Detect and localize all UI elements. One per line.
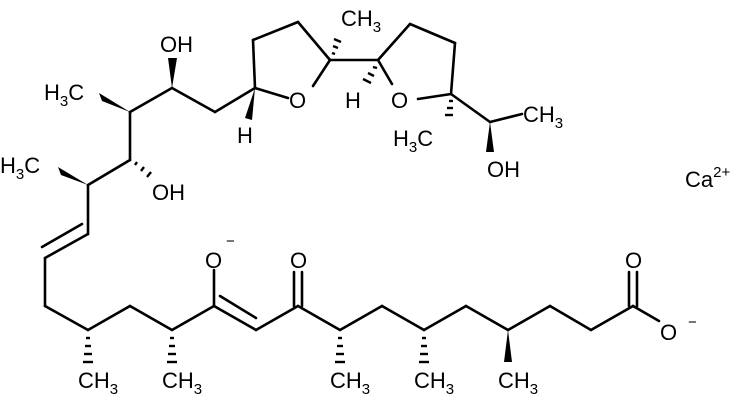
label-calcium-ion: Ca2+	[685, 164, 730, 192]
label-enolate-charge: −	[226, 233, 235, 250]
label-enolate-o: O	[205, 248, 222, 273]
label-oh-top: OH	[160, 32, 193, 57]
label-carboxyl-o-single: O	[660, 320, 677, 345]
label-h-thf1: H	[237, 123, 253, 148]
label-oh-side: OH	[487, 157, 520, 182]
label-ch3-bottom-5: CH3	[498, 368, 538, 398]
stereo-wedges	[58, 58, 512, 362]
bond-skeleton	[40, 20, 661, 332]
stereo-hashes	[83, 37, 453, 364]
label-carboxyl-charge: −	[688, 314, 697, 331]
label-ch3-side: CH3	[523, 102, 563, 132]
atom-labels: OH H3C H3C OH CH3 H O H O H3C CH3 OH Ca2…	[0, 6, 730, 398]
label-ch3-bottom-4: CH3	[414, 368, 454, 398]
label-o-thf2: O	[391, 88, 408, 113]
label-ch3-bottom-2: CH3	[162, 368, 202, 398]
label-o-thf1: O	[289, 88, 306, 113]
label-ch3-bottom-1: CH3	[78, 368, 118, 398]
label-carboxyl-o-double: O	[625, 248, 642, 273]
label-oh-mid: OH	[152, 180, 185, 205]
label-h3c-lower: H3C	[0, 153, 40, 183]
label-h-thf2: H	[345, 88, 361, 113]
label-ch3-thf: CH3	[341, 6, 381, 36]
label-h3c-upper: H3C	[44, 80, 84, 110]
label-h3c-thf2: H3C	[393, 126, 433, 156]
label-ch3-bottom-3: CH3	[330, 368, 370, 398]
label-ketone-o: O	[290, 248, 307, 273]
